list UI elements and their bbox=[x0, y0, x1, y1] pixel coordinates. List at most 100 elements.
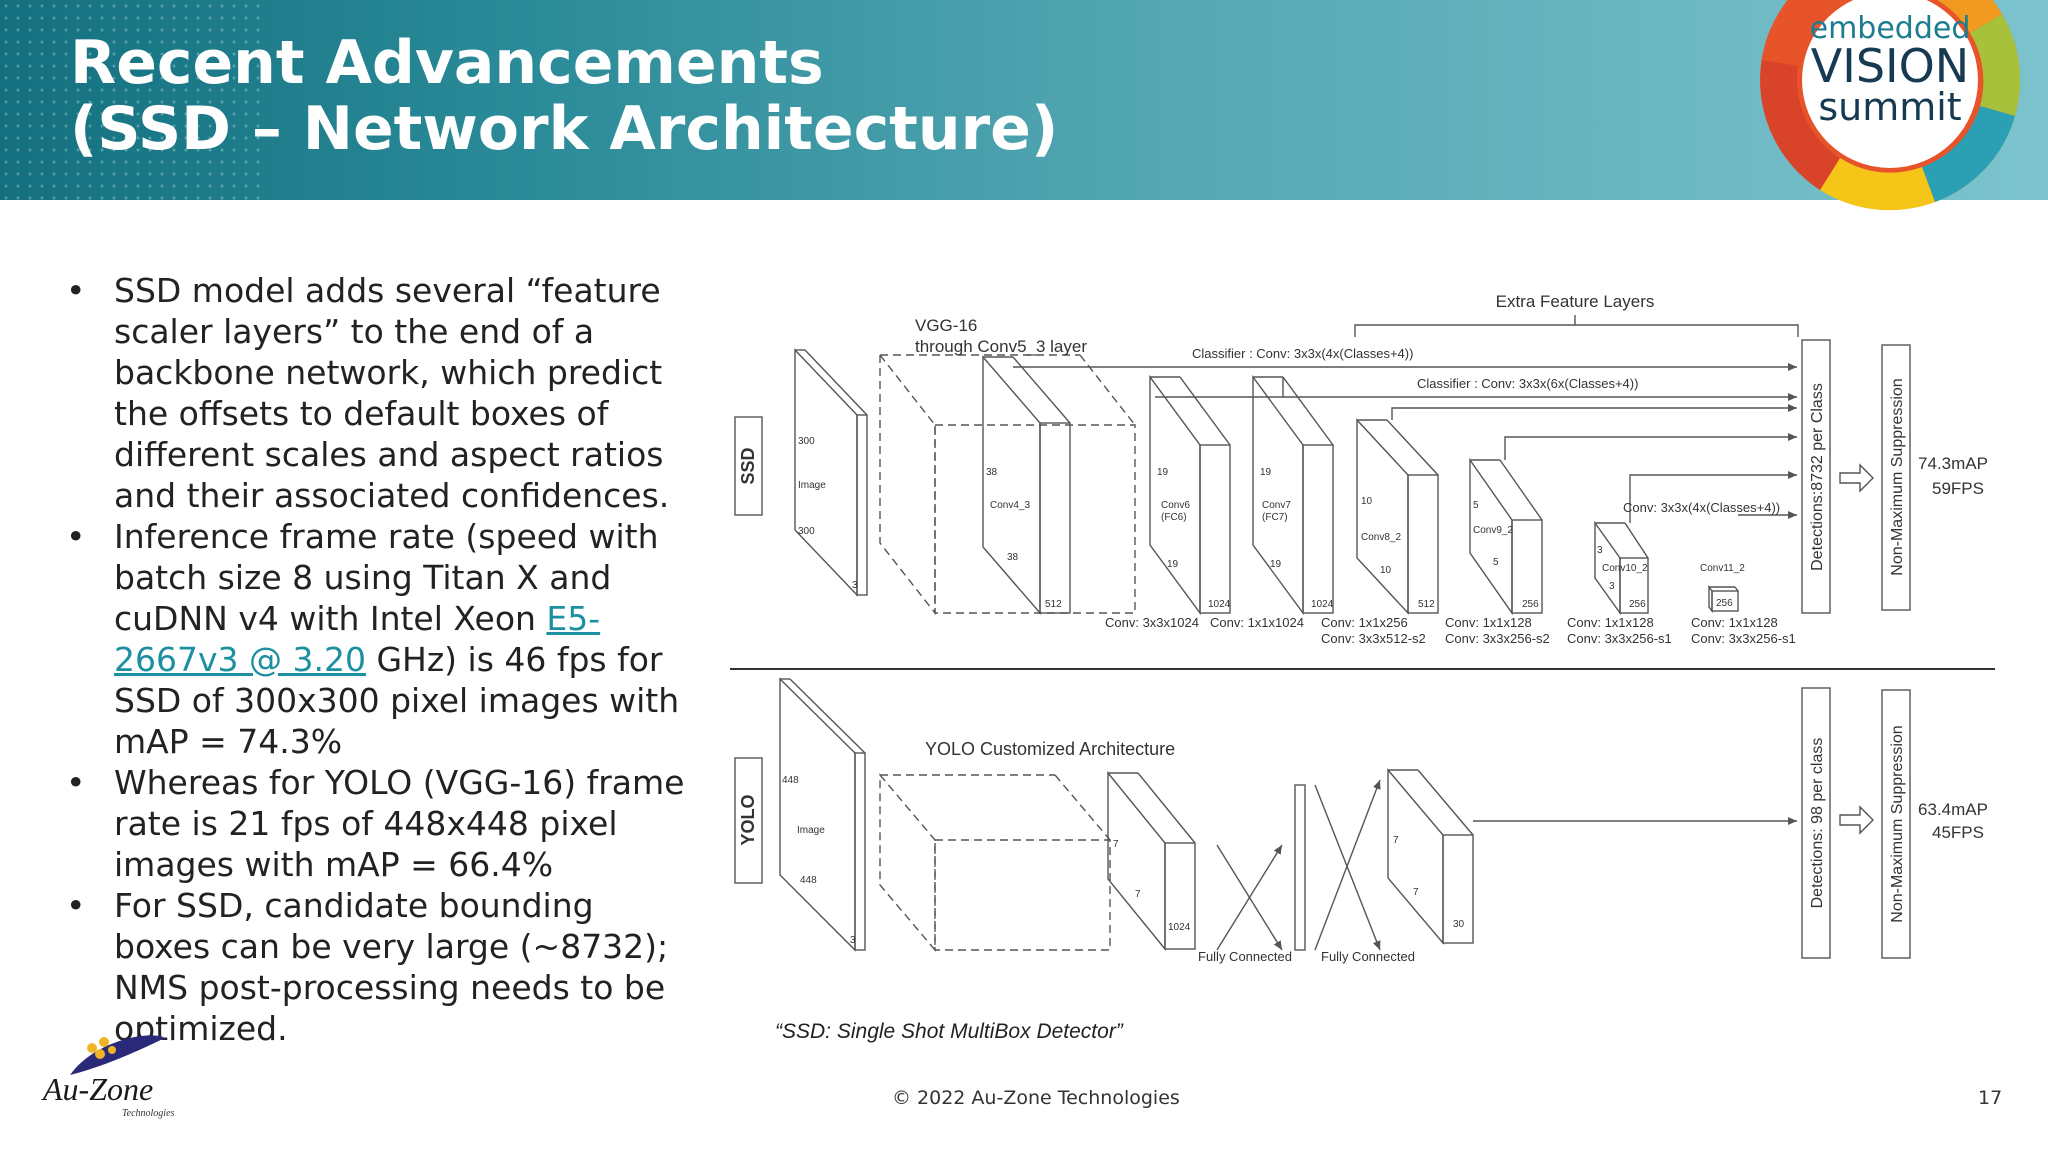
dim-label: 256 bbox=[1716, 598, 1733, 609]
dim-label: 3 bbox=[852, 580, 858, 591]
logo-swoosh bbox=[70, 1035, 165, 1075]
dim-label: 256 bbox=[1629, 599, 1646, 610]
dim-label: 7 bbox=[1113, 839, 1119, 850]
bullet-item: Inference frame rate (speed with batch s… bbox=[60, 516, 690, 762]
op-label: Conv: 3x3x1024 bbox=[1105, 615, 1199, 630]
conv4-block bbox=[982, 355, 1041, 615]
op-label: Conv: 1x1x1024 bbox=[1210, 615, 1304, 630]
yolo-tag-box bbox=[734, 757, 763, 884]
dim-label: 7 bbox=[1135, 889, 1141, 900]
op-label: Conv: 3x3x256-s1 bbox=[1567, 631, 1672, 646]
bullet-item: SSD model adds several “feature scaler l… bbox=[60, 270, 690, 516]
yolo-block-2 bbox=[1387, 768, 1444, 945]
op-label: Conv: 1x1x128 bbox=[1445, 615, 1532, 630]
ssd-nms-box bbox=[1881, 344, 1911, 611]
layer-label: (FC7) bbox=[1262, 512, 1288, 523]
logo-text-summit: summit bbox=[1818, 85, 1961, 129]
dim-label: 1024 bbox=[1168, 922, 1191, 933]
dim-label: 512 bbox=[1045, 599, 1062, 610]
yolo-detections-box bbox=[1801, 687, 1831, 959]
layer-label: Conv7 bbox=[1262, 500, 1291, 511]
page-number: 17 bbox=[1978, 1087, 2003, 1109]
vgg-label: VGG-16 bbox=[915, 316, 977, 335]
logo-center bbox=[1802, 0, 1978, 168]
dim-label: 38 bbox=[986, 467, 998, 478]
vgg-label: through Conv5_3 layer bbox=[915, 337, 1087, 356]
fc-label: Fully Connected bbox=[1321, 949, 1415, 964]
logo-segment bbox=[1760, 60, 1840, 190]
op-label: Conv: 1x1x256 bbox=[1321, 615, 1408, 630]
classifier-label: Classifier : Conv: 3x3x(4x(Classes+4)) bbox=[1192, 346, 1413, 361]
conv7-block bbox=[1252, 374, 1304, 616]
ssd-input-side bbox=[794, 348, 858, 597]
ssd-nms-label: Non-Maximum Suppression bbox=[1889, 378, 1906, 575]
ssd-detections-box bbox=[1801, 339, 1831, 614]
layer-label: Conv8_2 bbox=[1361, 532, 1401, 543]
dim-label: 19 bbox=[1270, 559, 1282, 570]
logo-segment bbox=[1937, 0, 2002, 33]
ssd-nms-arrow bbox=[1839, 463, 1874, 493]
au-zone-logo: Au-Zone Technologies bbox=[41, 1035, 175, 1119]
dim-label: 10 bbox=[1380, 565, 1392, 576]
architecture-diagram: SSD VGG-16 through Conv5_3 layer Extra F… bbox=[730, 292, 1995, 964]
yolo-arch-label: YOLO Customized Architecture bbox=[925, 739, 1175, 759]
yolo-nms-arrow bbox=[1839, 805, 1874, 835]
ssd-detections-label: Detections:8732 per Class bbox=[1809, 383, 1826, 571]
layer-label: Conv6 bbox=[1161, 500, 1190, 511]
op-label: Conv: 1x1x128 bbox=[1567, 615, 1654, 630]
layer-label: (FC6) bbox=[1161, 512, 1187, 523]
yolo-map: 63.4mAP bbox=[1918, 800, 1988, 819]
dim-label: 10 bbox=[1361, 496, 1373, 507]
dim-label: 7 bbox=[1413, 887, 1419, 898]
dim-label: 448 bbox=[782, 775, 799, 786]
yolo-dashed-box bbox=[879, 773, 936, 952]
dim-label: 512 bbox=[1418, 599, 1435, 610]
classifier-label: Conv: 3x3x(4x(Classes+4)) bbox=[1623, 500, 1780, 515]
yolo-fc-bar bbox=[1294, 784, 1306, 951]
dim-label: 19 bbox=[1157, 467, 1169, 478]
dim-label: Image bbox=[798, 480, 826, 491]
xeon-link[interactable]: E5-2667v3 @ 3.20 bbox=[114, 599, 601, 679]
dim-label: 5 bbox=[1493, 557, 1499, 568]
op-label: Conv: 3x3x256-s2 bbox=[1445, 631, 1550, 646]
ssd-map: 74.3mAP bbox=[1918, 454, 1988, 473]
logo-text-embedded: embedded bbox=[1810, 11, 1971, 46]
dim-label: 300 bbox=[798, 526, 815, 537]
au-zone-wordmark: Au-Zone bbox=[41, 1071, 153, 1107]
title-line-1: Recent Advancements bbox=[70, 28, 824, 98]
dim-label: 38 bbox=[1007, 552, 1019, 563]
extra-feature-label: Extra Feature Layers bbox=[1496, 292, 1655, 311]
ssd-tag: SSD bbox=[738, 447, 758, 484]
fc-label: Fully Connected bbox=[1198, 949, 1292, 964]
yolo-input-side bbox=[779, 677, 856, 952]
figure-caption: “SSD: Single Shot MultiBox Detector” bbox=[775, 1020, 1123, 1043]
layer-label: Conv9_2 bbox=[1473, 525, 1513, 536]
au-zone-tagline: Technologies bbox=[122, 1108, 175, 1119]
yolo-fps: 45FPS bbox=[1932, 823, 1984, 842]
op-label: Conv: 3x3x512-s2 bbox=[1321, 631, 1426, 646]
dim-label: 19 bbox=[1167, 559, 1179, 570]
copyright-footer: © 2022 Au-Zone Technologies bbox=[892, 1087, 1180, 1109]
ssd-input-face bbox=[856, 414, 868, 596]
layer-label: Conv10_2 bbox=[1602, 563, 1648, 574]
yolo-tag: YOLO bbox=[738, 794, 758, 845]
conv8-block bbox=[1356, 418, 1409, 615]
dim-label: 1024 bbox=[1311, 599, 1334, 610]
bullet-item: For SSD, candidate bounding boxes can be… bbox=[60, 885, 690, 1049]
slide-header: Recent Advancements (SSD – Network Archi… bbox=[0, 0, 2048, 200]
yolo-block-1 bbox=[1107, 771, 1166, 951]
extra-feature-brace bbox=[1354, 324, 1799, 337]
op-label: Conv: 3x3x256-s1 bbox=[1691, 631, 1796, 646]
vgg-dashed-box bbox=[879, 352, 936, 616]
embedded-vision-summit-logo: embedded VISION summit bbox=[1760, 0, 2021, 211]
header-dot-pattern bbox=[0, 0, 260, 200]
logo-segment bbox=[1970, 14, 2021, 116]
ssd-fps: 59FPS bbox=[1932, 479, 1984, 498]
logo-segment bbox=[1922, 106, 2015, 202]
op-label: Conv: 1x1x128 bbox=[1691, 615, 1778, 630]
dim-label: Image bbox=[797, 825, 825, 836]
yolo-nms-label: Non-Maximum Suppression bbox=[1889, 725, 1906, 922]
dim-label: 7 bbox=[1393, 835, 1399, 846]
title-line-2: (SSD – Network Architecture) bbox=[70, 94, 1059, 164]
dim-label: 30 bbox=[1453, 919, 1465, 930]
